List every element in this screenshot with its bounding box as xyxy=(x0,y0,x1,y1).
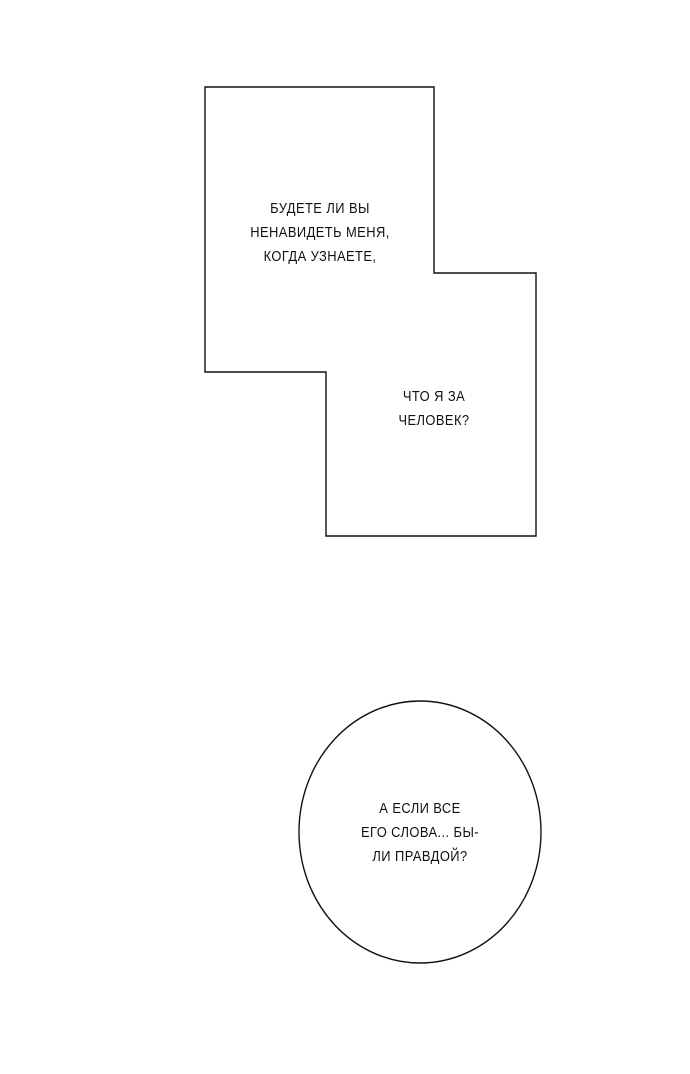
speech-line: ЕГО СЛОВА... БЫ- xyxy=(360,824,480,841)
speech-line: ЛИ ПРАВДОЙ? xyxy=(372,848,468,865)
narration-line: КОГДА УЗНАЕТЕ, xyxy=(263,248,377,265)
narration-line: НЕНАВИДЕТЬ МЕНЯ, xyxy=(250,224,390,241)
narration-box-outline xyxy=(204,86,537,537)
narration-line: ЧТО Я ЗА xyxy=(402,388,466,405)
narration-text-bottom: ЧТО Я ЗА ЧЕЛОВЕК? xyxy=(379,385,489,433)
speech-bubble-outline xyxy=(298,700,542,964)
narration-line: ЧЕЛОВЕК? xyxy=(398,412,470,429)
speech-line: А ЕСЛИ ВСЕ xyxy=(379,800,461,817)
speech-bubble-text: А ЕСЛИ ВСЕ ЕГО СЛОВА... БЫ- ЛИ ПРАВДОЙ? xyxy=(343,797,498,869)
narration-text-top: БУДЕТЕ ЛИ ВЫ НЕНАВИДЕТЬ МЕНЯ, КОГДА УЗНА… xyxy=(243,197,398,269)
narration-line: БУДЕТЕ ЛИ ВЫ xyxy=(270,200,370,217)
